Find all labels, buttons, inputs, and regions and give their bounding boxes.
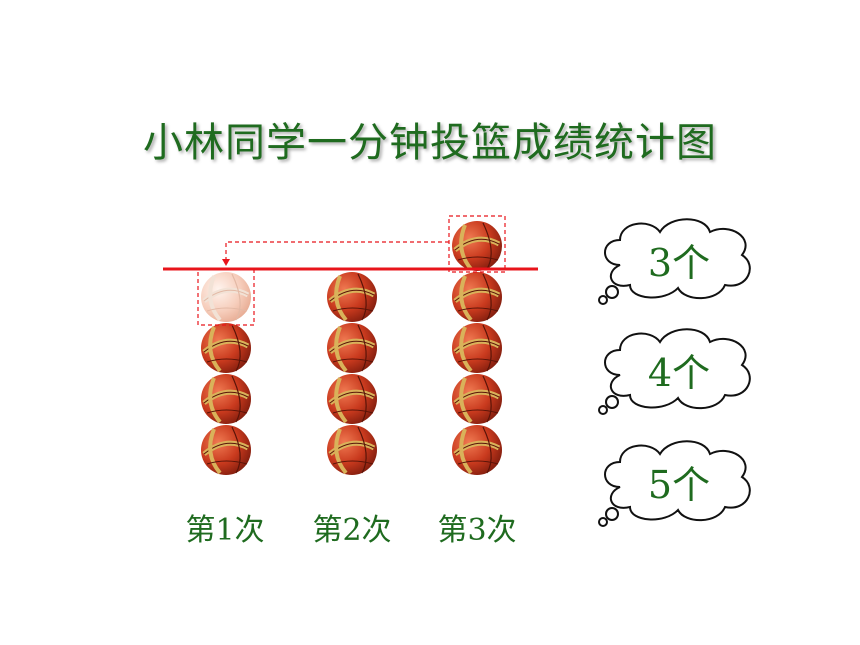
target-box — [197, 268, 255, 326]
basketball-col3-1 — [452, 425, 502, 475]
bubble-label-1: 3个 — [647, 241, 711, 285]
basketball-col3-4 — [452, 272, 502, 322]
source-box — [448, 215, 506, 273]
thought-bubble-1[interactable]: 3个 — [590, 210, 760, 310]
cloud-icon — [598, 328, 751, 415]
arrow-head-icon — [222, 259, 230, 266]
chart-title: 小林同学一分钟投篮成绩统计图 — [143, 120, 717, 166]
thought-bubble-3[interactable]: 5个 — [590, 432, 760, 532]
basketball-col3-5 — [452, 221, 502, 271]
basketball-col1-1 — [201, 425, 251, 475]
basketball-col1-2 — [201, 374, 251, 424]
basketball-col1-3 — [201, 323, 251, 373]
cloud-icon — [598, 440, 751, 527]
basketball-col3-3 — [452, 323, 502, 373]
basketball-col2-2 — [327, 374, 377, 424]
basketball-col2-4 — [327, 272, 377, 322]
x-tick-label-1: 第1次 — [185, 513, 265, 548]
x-tick-label-2: 第2次 — [312, 513, 392, 548]
basketball-col2-1 — [327, 425, 377, 475]
thought-bubble-2[interactable]: 4个 — [590, 320, 760, 420]
moved-basketball-ghost — [201, 272, 251, 322]
bubble-label-2: 4个 — [647, 351, 711, 395]
cloud-icon — [598, 218, 751, 305]
move-arrow — [225, 241, 449, 261]
x-tick-label-3: 第3次 — [437, 513, 517, 548]
bubble-label-3: 5个 — [647, 463, 711, 507]
basketball-col3-2 — [452, 374, 502, 424]
basketball-col2-3 — [327, 323, 377, 373]
